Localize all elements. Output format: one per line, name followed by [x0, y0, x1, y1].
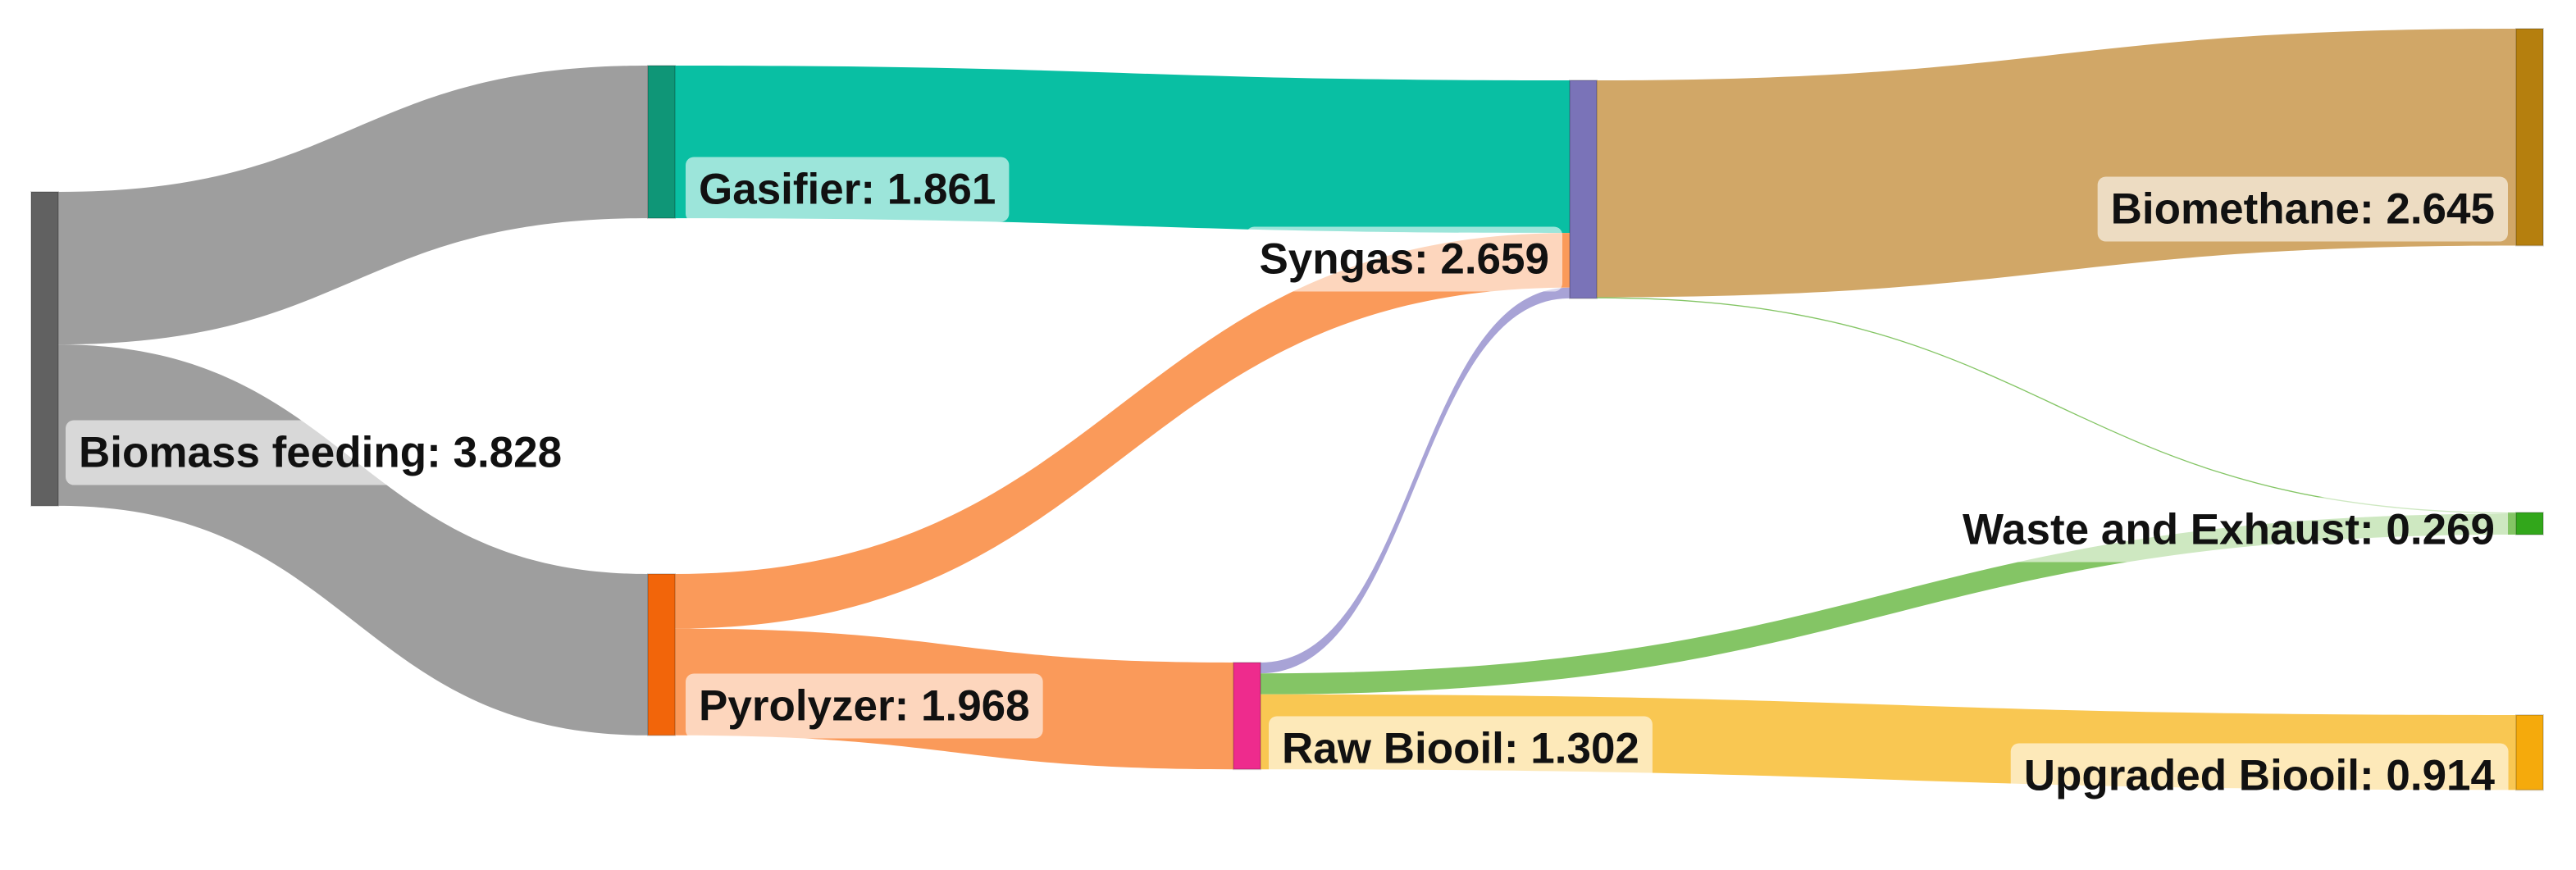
node-raw_biooil [1233, 662, 1261, 771]
node-label-bg [1246, 226, 1562, 292]
node-label-syngas: Syngas: 2.659 [1246, 226, 1562, 292]
node-label-bg [1949, 497, 2508, 563]
node-label-gasifier: Gasifier: 1.861 [686, 157, 1010, 222]
link-raw_biooil-to-syngas [1261, 287, 1570, 674]
node-label-biomass: Biomass feeding: 3.828 [66, 420, 576, 485]
node-biomass [30, 191, 59, 507]
labels-layer: Biomass feeding: 3.828 Gasifier: 1.861Pyr… [66, 157, 2509, 809]
link-syngas-to-waste [1597, 297, 2516, 514]
node-label-biomethane: Biomethane: 2.645 [2097, 176, 2508, 242]
node-label-waste: Waste and Exhaust: 0.269 [1949, 497, 2508, 563]
node-label-text: Biomass feeding: 3.828 [79, 429, 562, 477]
node-label-text: Upgraded Biooil: 0.914 [2024, 752, 2496, 800]
node-label-text: Biomethane: 2.645 [2111, 185, 2495, 234]
node-upgraded_biooil [2515, 714, 2544, 791]
node-label-text: Pyrolyzer: 1.968 [699, 682, 1030, 731]
node-label-bg [1269, 716, 1653, 781]
node-label-text: Syngas: 2.659 [1259, 235, 1549, 284]
link-pyrolyzer-to-syngas [675, 233, 1570, 629]
node-label-raw_biooil: Raw Biooil: 1.302 [1269, 716, 1653, 781]
node-syngas [1569, 80, 1598, 299]
node-label-bg [2010, 743, 2509, 809]
node-label-bg [686, 157, 1010, 222]
links-layer [58, 29, 2516, 790]
link-biomass-to-pyrolyzer [58, 344, 648, 736]
node-label-upgraded_biooil: Upgraded Biooil: 0.914 [2010, 743, 2509, 809]
link-syngas-to-biomethane [1597, 29, 2516, 298]
link-raw_biooil-to-waste [1261, 513, 2516, 695]
node-biomethane [2515, 28, 2544, 247]
node-waste [2515, 512, 2544, 535]
node-label-bg [686, 673, 1043, 739]
node-label-bg [2097, 176, 2508, 242]
node-gasifier [647, 65, 676, 220]
node-label-text: Raw Biooil: 1.302 [1282, 725, 1639, 773]
node-label-bg [66, 420, 576, 485]
link-biomass-to-gasifier [58, 66, 648, 345]
node-pyrolyzer [647, 573, 676, 736]
node-label-text: Gasifier: 1.861 [699, 166, 996, 214]
nodes-layer [30, 28, 2544, 791]
node-label-pyrolyzer: Pyrolyzer: 1.968 [686, 673, 1043, 739]
node-label-text: Waste and Exhaust: 0.269 [1963, 506, 2495, 554]
